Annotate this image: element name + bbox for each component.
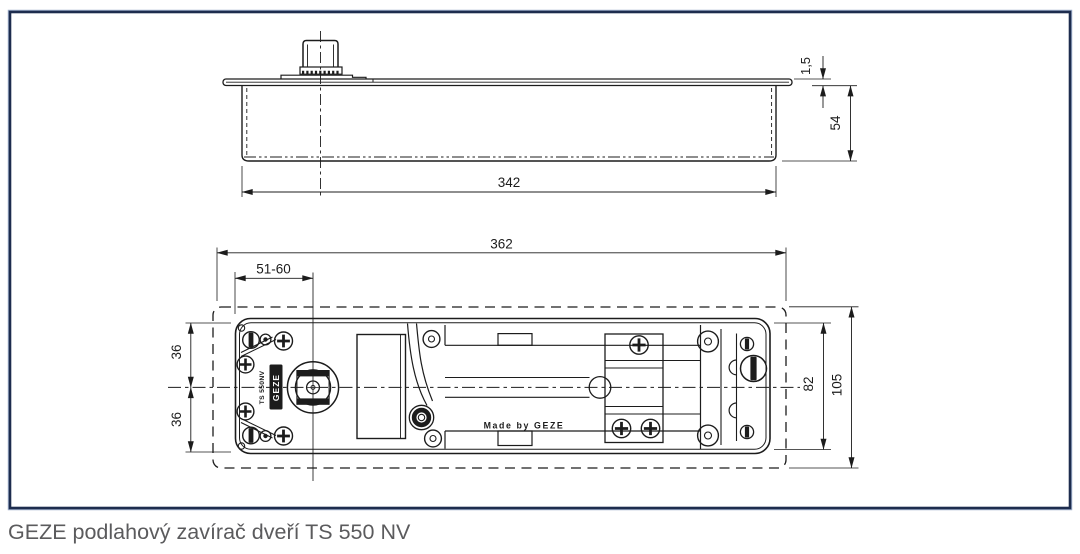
brand-logo-box [269, 364, 283, 410]
slotted-screw [739, 424, 755, 440]
pivot-hole [696, 330, 720, 353]
slotted-screw [739, 336, 755, 352]
phillips-screw [273, 331, 294, 351]
left-cap-hardware [236, 324, 294, 450]
dim-plate-thickness-text: 1,5 [798, 57, 813, 75]
adjustment-screw [739, 354, 768, 383]
pivot-hole [422, 329, 441, 349]
dim-height-text: 54 [828, 115, 843, 131]
piston-end-circle [588, 375, 612, 399]
dim-axis-bottom-text: 36 [169, 412, 184, 427]
dim-length-text: 342 [498, 175, 521, 190]
spindle-side [280, 39, 367, 79]
pivot-hole [423, 429, 443, 448]
piston-channel: Made by GEZE [444, 325, 701, 449]
caption: GEZE podlahový zavírač dveří TS 550 NV [8, 520, 411, 544]
right-cap-hardware [696, 325, 768, 449]
dim-body-width: 82 [774, 322, 831, 450]
pin-screw [259, 429, 272, 443]
dim-axis-distances: 36 36 [169, 322, 231, 453]
cover-plate-side [222, 78, 793, 87]
plan-view: TS 550NV GEZE [168, 236, 859, 481]
dim-body-width-text: 82 [801, 376, 816, 391]
brand-logo-text: GEZE [271, 374, 281, 401]
dim-height: 54 [782, 85, 857, 162]
phillips-screw [273, 426, 294, 446]
dim-overall-width: 105 [789, 306, 859, 469]
spring-block [604, 333, 701, 444]
phillips-screw [640, 418, 661, 439]
drawing-frame [8, 10, 1072, 510]
pivot-hole [696, 424, 720, 447]
closer-body-side [241, 85, 777, 162]
dim-spindle-offset-text: 51-60 [256, 262, 291, 277]
dim-plate-thickness: 1,5 [794, 56, 857, 108]
phillips-screw [629, 335, 649, 355]
dim-spindle-offset: 51-60 [234, 262, 314, 314]
dim-overall-width-text: 105 [830, 374, 845, 397]
dim-length: 342 [241, 166, 777, 197]
pin-screw [259, 333, 272, 346]
spindle-assembly-plan [286, 361, 340, 414]
model-label: TS 550NV GEZE [259, 364, 283, 410]
made-by-text: Made by GEZE [484, 421, 565, 431]
slotted-screw [241, 426, 260, 445]
phillips-screw [611, 418, 632, 439]
phillips-screw [236, 402, 255, 421]
body-outline-outer [234, 317, 771, 455]
valve-ring [408, 404, 435, 431]
phillips-screw [236, 355, 255, 374]
dim-axis-top-text: 36 [169, 344, 184, 359]
dim-overall-length-text: 362 [490, 236, 513, 251]
slotted-screw [241, 331, 260, 350]
dim-overall-length: 362 [216, 236, 787, 301]
cam-block [356, 323, 434, 440]
model-label-text: TS 550NV [259, 370, 266, 404]
side-view: 342 1,5 54 [222, 31, 857, 199]
body-outline-inner [239, 322, 767, 450]
